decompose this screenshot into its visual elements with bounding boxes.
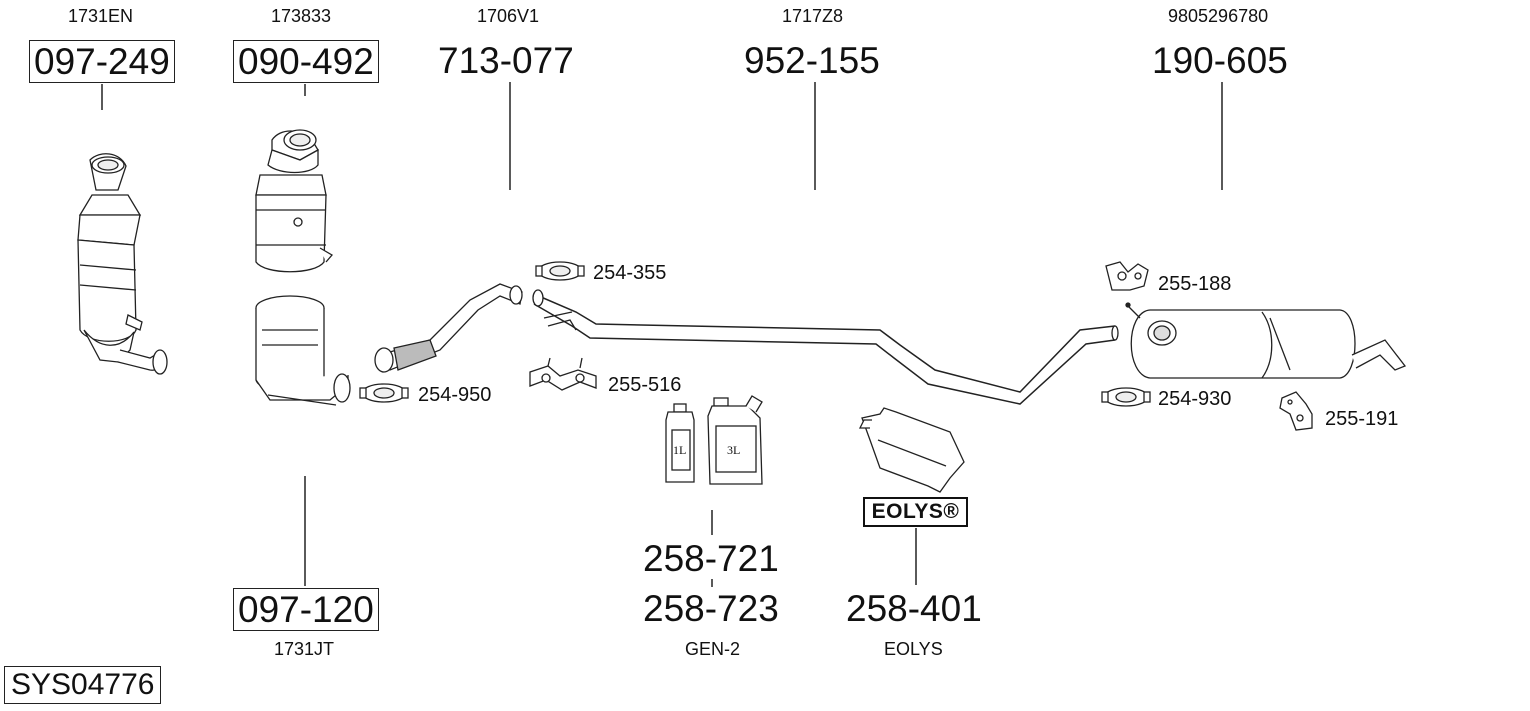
diagram-id: SYS04776 <box>4 666 162 704</box>
rear-silencer-190-605 <box>1125 302 1407 379</box>
ref-1717z8: 1717Z8 <box>782 6 844 26</box>
front-pipe-713-077 <box>374 283 523 373</box>
ref-gen-2: GEN-2 <box>685 639 741 659</box>
part-number-190-605[interactable]: 190-605 <box>1152 40 1288 81</box>
particulate-filter-097-120 <box>255 295 351 406</box>
accessory-255-516[interactable]: 255-516 <box>608 374 682 396</box>
accessory-254-950[interactable]: 254-950 <box>418 384 492 406</box>
container-large-icon <box>707 395 763 485</box>
part-number-258-723[interactable]: 258-723 <box>643 588 779 629</box>
part-number-090-492[interactable]: 090-492 <box>233 40 379 83</box>
container-small-icon <box>665 403 695 483</box>
catalytic-converter-097-249 <box>77 153 168 375</box>
clamp-254-930 <box>1101 387 1151 407</box>
accessory-254-930[interactable]: 254-930 <box>1158 388 1232 410</box>
leader-lines <box>101 82 1223 587</box>
ref-1706v1: 1706V1 <box>477 6 540 26</box>
ref-173833: 173833 <box>271 6 332 26</box>
accessory-255-188[interactable]: 255-188 <box>1158 273 1232 295</box>
ref-1731en: 1731EN <box>68 6 134 26</box>
hanger-255-516 <box>529 357 597 391</box>
part-number-952-155[interactable]: 952-155 <box>744 40 880 81</box>
hanger-255-191 <box>1279 391 1313 431</box>
container-large-label: 3L <box>727 443 741 457</box>
clamp-254-950 <box>359 383 409 403</box>
eolys-bag-icon <box>858 407 965 493</box>
middle-pipe-952-155 <box>532 289 1119 405</box>
clamp-254-355 <box>535 261 585 281</box>
part-number-097-249[interactable]: 097-249 <box>29 40 175 83</box>
catalytic-converter-090-492 <box>255 129 334 273</box>
accessory-255-191[interactable]: 255-191 <box>1325 408 1399 430</box>
ref-1731jt: 1731JT <box>274 639 335 659</box>
part-number-258-401[interactable]: 258-401 <box>846 588 982 629</box>
accessory-254-355[interactable]: 254-355 <box>593 262 667 284</box>
part-number-097-120[interactable]: 097-120 <box>233 588 379 631</box>
eolys-logo: EOLYS® <box>863 497 968 527</box>
part-number-713-077[interactable]: 713-077 <box>438 40 574 81</box>
container-small-label: 1L <box>673 443 687 457</box>
ref-eolys: EOLYS <box>884 639 943 659</box>
ref-9805296780: 9805296780 <box>1168 6 1269 26</box>
part-number-258-721[interactable]: 258-721 <box>643 538 779 579</box>
hanger-255-188 <box>1105 261 1149 291</box>
